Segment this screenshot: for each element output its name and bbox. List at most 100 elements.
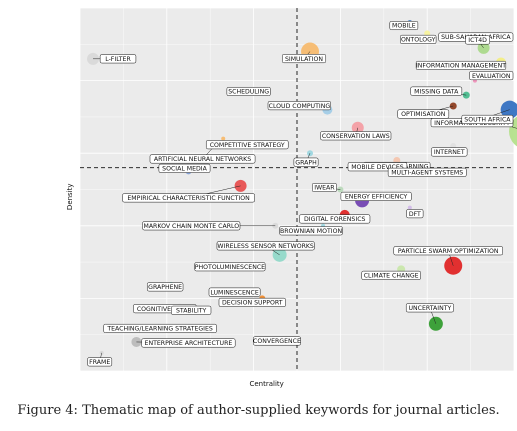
label-internet: INTERNET bbox=[431, 147, 468, 157]
label-box bbox=[208, 287, 261, 297]
label-wireless-sensor-networks: WIRELESS SENSOR NETWORKS bbox=[216, 241, 315, 251]
label-text: ICT4D bbox=[468, 37, 487, 44]
label-text: MARKOV CHAIN MONTE CARLO bbox=[143, 223, 239, 230]
label-box bbox=[406, 209, 424, 219]
label-text: EMPIRICAL CHARACTERISTIC FUNCTION bbox=[127, 195, 250, 202]
label-box bbox=[103, 323, 217, 333]
label-ict4d: ICT4D bbox=[465, 35, 490, 45]
label-missing-data: MISSING DATA bbox=[410, 86, 463, 96]
label-text: SOCIAL MEDIA bbox=[162, 166, 207, 173]
label-box bbox=[293, 157, 319, 167]
label-text: INFORMATION MANAGEMENT bbox=[416, 63, 506, 70]
label-stability: STABILITY bbox=[171, 305, 212, 315]
label-text: ARTIFICIAL NEURAL NETWORKS bbox=[154, 156, 251, 163]
label-box bbox=[400, 34, 437, 44]
label-text: IWEAR bbox=[314, 185, 335, 192]
label-text: COGNITIVE RADIO bbox=[137, 306, 193, 313]
label-box bbox=[431, 147, 468, 157]
label-text: UNCERTAINTY bbox=[408, 305, 451, 312]
label-artificial-neural-networks: ARTIFICIAL NEURAL NETWORKS bbox=[149, 154, 256, 164]
label-box bbox=[267, 101, 332, 111]
label-luminescence: LUMINESCENCE bbox=[208, 287, 261, 297]
label-box bbox=[122, 193, 255, 203]
label-box bbox=[279, 226, 343, 236]
label-graph: GRAPH bbox=[293, 157, 319, 167]
label-text: PHOTOLUMINESCENCE bbox=[195, 264, 265, 271]
label-simulation: SIMULATION bbox=[282, 54, 327, 64]
label-convergence: CONVERGENCE bbox=[253, 336, 301, 346]
label-text: MISSING DATA bbox=[414, 88, 459, 95]
label-iwear: IWEAR bbox=[312, 183, 337, 192]
label-box bbox=[149, 154, 256, 164]
label-enterprise-architecture: ENTERPRISE ARCHITECTURE bbox=[141, 338, 236, 348]
figure-caption: Figure 4: Thematic map of author-supplie… bbox=[17, 403, 500, 418]
label-south-africa: SOUTH AFRICA bbox=[461, 114, 514, 124]
label-evaluation: EVALUATION bbox=[469, 71, 514, 81]
label-box bbox=[158, 163, 211, 173]
label-text: ENERGY EFFICIENCY bbox=[345, 194, 408, 201]
label-decision-support: DECISION SUPPORT bbox=[218, 297, 286, 307]
label-mobile: MOBILE bbox=[389, 21, 419, 31]
label-box bbox=[415, 60, 507, 70]
label-text: DIGITAL FORENSICS bbox=[304, 216, 365, 223]
label-text: MOBILE DEVICES bbox=[351, 164, 404, 171]
label-text: ONTOLOGY bbox=[401, 37, 436, 44]
label-empirical-characteristic-function: EMPIRICAL CHARACTERISTIC FUNCTION bbox=[122, 193, 255, 203]
label-box bbox=[205, 140, 289, 150]
label-box bbox=[226, 86, 271, 96]
label-box bbox=[410, 86, 463, 96]
label-uncertainty: UNCERTAINTY bbox=[405, 303, 454, 313]
label-text: MULTI-AGENT SYSTEMS bbox=[391, 170, 463, 177]
label-box bbox=[253, 336, 301, 346]
label-box bbox=[99, 54, 137, 64]
bubble-dft bbox=[407, 205, 412, 210]
label-box bbox=[282, 54, 327, 64]
label-graphene: GRAPHENE bbox=[146, 282, 184, 292]
label-digital-forensics: DIGITAL FORENSICS bbox=[299, 214, 371, 224]
label-box bbox=[142, 221, 241, 231]
label-optimisation: OPTIMISATION bbox=[397, 109, 450, 119]
label-text: GRAPH bbox=[295, 159, 317, 166]
label-text: EVALUATION bbox=[472, 73, 511, 80]
label-cloud-computing: CLOUD COMPUTING bbox=[267, 101, 332, 111]
label-box bbox=[405, 303, 454, 313]
label-box bbox=[141, 338, 236, 348]
label-l-filter: L-FILTER bbox=[99, 54, 137, 64]
label-text: FRAME bbox=[89, 359, 110, 366]
label-box bbox=[218, 297, 286, 307]
label-box bbox=[312, 183, 337, 192]
label-text: CLIMATE CHANGE bbox=[364, 273, 419, 280]
label-teaching-learning-strategies: TEACHING/LEARNING STRATEGIES bbox=[103, 323, 217, 333]
x-axis-title: Centrality bbox=[249, 380, 283, 388]
label-text: DFT bbox=[409, 211, 421, 218]
label-box bbox=[397, 109, 450, 119]
y-axis-title: Density bbox=[66, 183, 74, 210]
label-box bbox=[171, 305, 212, 315]
label-conservation-laws: CONSERVATION LAWS bbox=[320, 131, 392, 141]
label-text: CLOUD COMPUTING bbox=[269, 103, 331, 110]
label-text: SOUTH AFRICA bbox=[464, 117, 511, 124]
label-text: WIRELESS SENSOR NETWORKS bbox=[217, 243, 314, 250]
label-box bbox=[393, 246, 503, 256]
label-ontology: ONTOLOGY bbox=[400, 34, 437, 44]
label-text: PARTICLE SWARM OPTIMIZATION bbox=[398, 248, 499, 255]
label-box bbox=[320, 131, 392, 141]
label-markov-chain-monte-carlo: MARKOV CHAIN MONTE CARLO bbox=[142, 221, 241, 231]
label-scheduling: SCHEDULING bbox=[226, 86, 271, 96]
label-box bbox=[387, 167, 467, 177]
label-box bbox=[461, 114, 514, 124]
label-box bbox=[361, 270, 421, 280]
label-text: TEACHING/LEARNING STRATEGIES bbox=[106, 326, 213, 333]
label-text: CONVERGENCE bbox=[253, 338, 301, 345]
label-box bbox=[146, 282, 184, 292]
label-multi-agent-systems: MULTI-AGENT SYSTEMS bbox=[387, 167, 467, 177]
label-text: SCHEDULING bbox=[228, 89, 269, 96]
label-photoluminescence: PHOTOLUMINESCENCE bbox=[194, 262, 266, 272]
label-box bbox=[216, 241, 315, 251]
label-brownian-motion: BROWNIAN MOTION bbox=[279, 226, 343, 236]
label-text: STABILITY bbox=[176, 307, 207, 314]
label-text: CONSERVATION LAWS bbox=[322, 133, 390, 140]
label-text: DECISION SUPPORT bbox=[222, 300, 283, 307]
label-text: COMPETITIVE STRATEGY bbox=[210, 142, 285, 149]
